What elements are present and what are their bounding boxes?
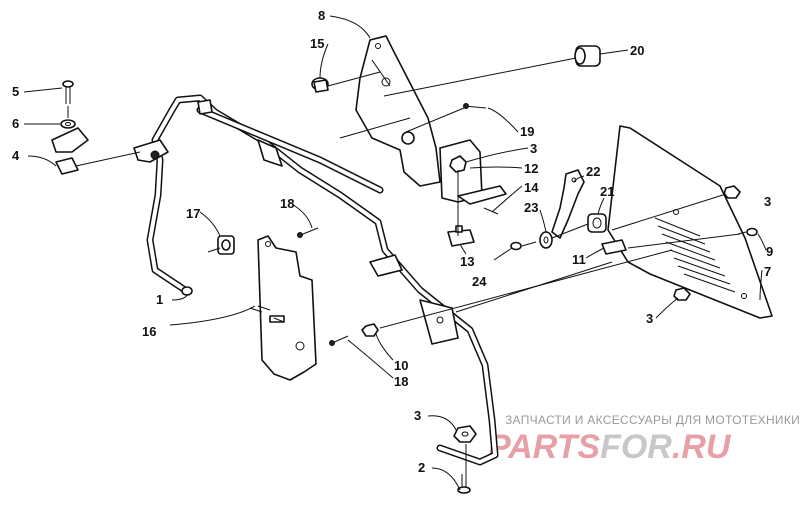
callout-11: 11 (572, 252, 586, 267)
vent-slots (654, 217, 736, 293)
pin-18-lower (329, 335, 349, 346)
callout-labels: 1 2 3 3 3 3 4 5 6 7 8 9 10 11 12 13 14 1… (12, 8, 773, 475)
callout-8: 8 (318, 8, 325, 23)
screw-24 (510, 241, 537, 251)
bracket-12 (439, 139, 507, 205)
washer-6 (60, 119, 76, 129)
callout-18-upper: 18 (280, 196, 294, 211)
callout-4: 4 (12, 148, 20, 163)
watermark-tagline: ЗАПЧАСТИ И АКСЕССУАРЫ ДЛЯ МОТОТЕХНИКИ (505, 413, 800, 427)
nut-3-lower (673, 287, 691, 301)
callout-2: 2 (418, 460, 425, 475)
callout-17: 17 (186, 206, 200, 221)
clamp-bracket-4 (133, 139, 169, 163)
callout-6: 6 (12, 116, 19, 131)
callout-24: 24 (472, 274, 487, 289)
callout-23: 23 (524, 200, 538, 215)
callout-9: 9 (766, 244, 773, 259)
callout-14: 14 (524, 180, 539, 195)
pin-19 (463, 103, 487, 109)
leader-lines (23, 15, 767, 491)
nut-3-bottom (453, 425, 477, 443)
pin-18-upper (297, 227, 319, 238)
watermark-logo-mid: FOR (600, 428, 672, 466)
nut-3-right (723, 185, 741, 199)
spacer-21 (587, 213, 607, 233)
callout-7: 7 (764, 264, 771, 279)
screw-2 (457, 474, 471, 494)
callout-21: 21 (600, 184, 614, 199)
washer-23 (539, 231, 553, 249)
mount-bracket-small (51, 127, 89, 175)
mount-plate-16 (257, 235, 317, 381)
callout-20: 20 (630, 43, 644, 58)
callout-15: 15 (310, 36, 324, 51)
watermark-logo-right: .RU (672, 428, 732, 466)
callout-18-lower: 18 (394, 374, 408, 389)
callout-3-right: 3 (764, 194, 771, 209)
bolt-5 (62, 80, 74, 104)
watermark-logo-left: PARTS (488, 428, 600, 466)
callout-3-top: 3 (530, 141, 537, 156)
side-plate-8 (355, 35, 441, 187)
nut-10 (361, 323, 379, 337)
watermark: ЗАПЧАСТИ И АКСЕССУАРЫ ДЛЯ МОТОТЕХНИКИ PA… (488, 413, 800, 466)
bumper-20 (574, 45, 601, 67)
callout-19: 19 (520, 124, 534, 139)
callout-22: 22 (586, 164, 600, 179)
callout-1: 1 (156, 292, 163, 307)
callout-3-lower: 3 (646, 311, 653, 326)
callout-3-bottom: 3 (414, 408, 421, 423)
callout-16: 16 (142, 324, 156, 339)
nut-3-top (449, 155, 467, 173)
callout-5: 5 (12, 84, 19, 99)
watermark-logo: PARTSFOR.RU (488, 428, 732, 466)
clip-13 (447, 225, 475, 247)
frame-tube (146, 94, 499, 466)
assembly-lines (67, 57, 741, 474)
stud-16 (249, 307, 285, 323)
plug-15 (311, 77, 329, 93)
callout-12: 12 (524, 161, 538, 176)
nut-11 (601, 239, 627, 255)
callout-10: 10 (394, 358, 408, 373)
pin-14 (483, 207, 499, 215)
vent-panel-7 (607, 125, 773, 319)
grommet-17 (217, 235, 235, 255)
callout-13: 13 (460, 254, 474, 269)
